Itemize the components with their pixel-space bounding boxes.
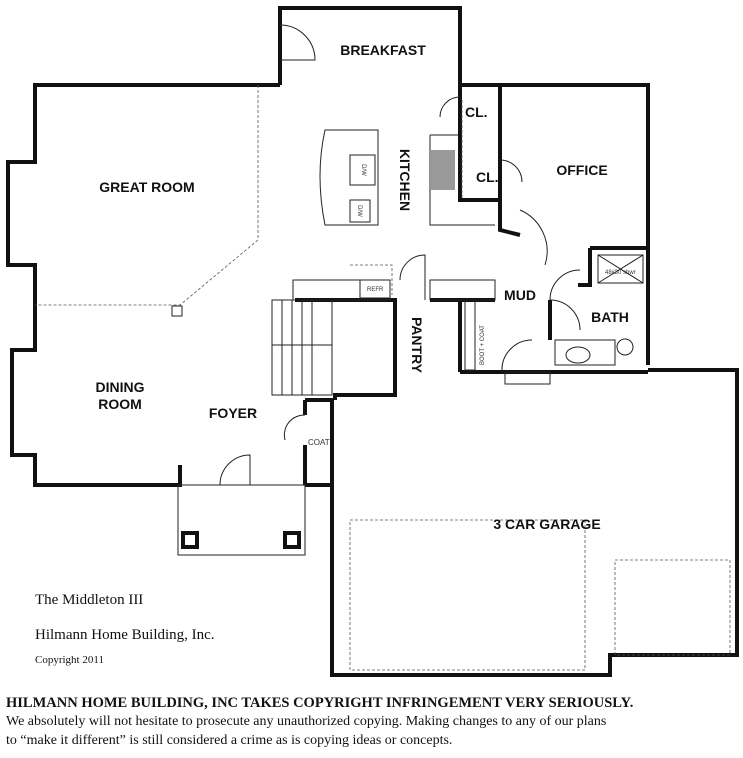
label-breakfast: BREAKFAST — [340, 42, 426, 58]
label-office: OFFICE — [556, 162, 607, 178]
porch-column-right — [283, 531, 301, 549]
plan-name: The Middleton III — [35, 592, 144, 608]
label-kitchen: KITCHEN — [397, 149, 413, 211]
company-name: Hilmann Home Building, Inc. — [35, 627, 215, 643]
porch-column-left — [181, 531, 199, 549]
fixtures — [171, 129, 644, 556]
stairs — [271, 299, 333, 396]
footer-line-1: We absolutely will not hesitate to prose… — [6, 714, 607, 729]
interior-walls — [178, 85, 648, 485]
boot-bench — [464, 299, 476, 371]
label-shower: 48x30 shwr — [605, 270, 636, 276]
label-dining-1: DINING — [96, 379, 145, 395]
counter-right — [429, 279, 496, 301]
label-refr: REFR — [367, 287, 384, 293]
vanity — [554, 339, 616, 366]
range-cooktop — [430, 150, 455, 190]
front-porch — [177, 484, 306, 556]
label-great-room: GREAT ROOM — [99, 179, 194, 195]
dashed-lines — [35, 85, 731, 671]
label-closet-2: CL. — [476, 169, 499, 185]
toilet — [616, 338, 634, 356]
label-dw: D/W — [356, 205, 362, 217]
label-closet-1: CL. — [465, 104, 488, 120]
kitchen-island — [319, 129, 379, 226]
shower — [597, 254, 644, 284]
label-boot-coat: BOOT + COAT — [480, 325, 486, 365]
column-post — [171, 305, 183, 317]
label-dining-2: ROOM — [98, 396, 142, 412]
room-labels: BREAKFAST GREAT ROOM KITCHEN CL. CL. OFF… — [96, 42, 636, 532]
label-sink-dw: D/W — [360, 164, 366, 176]
dishwasher — [349, 199, 371, 223]
sink — [349, 154, 376, 186]
bath-sink — [565, 346, 591, 364]
door-swings — [219, 24, 581, 486]
garage-step — [504, 371, 551, 385]
label-mud: MUD — [504, 287, 536, 303]
label-coat: COAT — [308, 438, 330, 447]
label-garage: 3 CAR GARAGE — [493, 516, 600, 532]
footer-line-2: to “make it different” is still consider… — [6, 733, 453, 748]
label-foyer: FOYER — [209, 405, 257, 421]
refrigerator — [359, 279, 391, 299]
copyright-text: Copyright 2011 — [35, 654, 104, 666]
exterior-walls — [6, 6, 739, 677]
copyright-warning: HILMANN HOME BUILDING, INC TAKES COPYRIG… — [6, 695, 634, 711]
label-pantry: PANTRY — [409, 317, 425, 374]
label-bath: BATH — [591, 309, 629, 325]
